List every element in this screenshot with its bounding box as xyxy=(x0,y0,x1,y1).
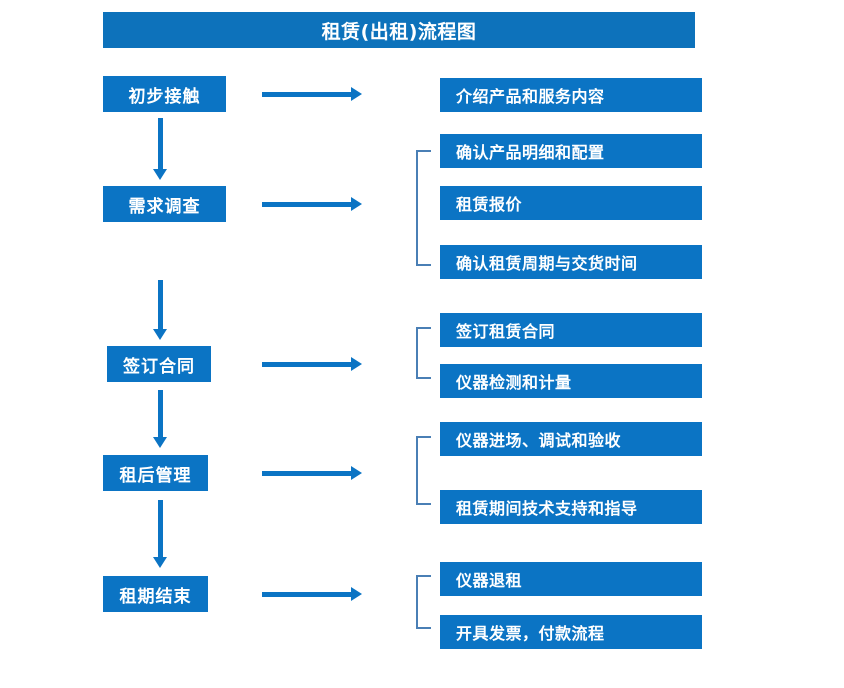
arrow-right-post-rental xyxy=(262,466,362,480)
detail-box-confirm-rental-period[interactable]: 确认租赁周期与交货时间 xyxy=(440,245,702,279)
stage-box-initial-contact[interactable]: 初步接触 xyxy=(103,76,226,112)
stage-box-rental-end[interactable]: 租期结束 xyxy=(103,576,208,612)
arrow-right-requirements xyxy=(262,197,362,211)
arrow-right-initial-contact xyxy=(262,87,362,101)
detail-box-instrument-inspection[interactable]: 仪器检测和计量 xyxy=(440,364,702,398)
page-title: 租赁(出租)流程图 xyxy=(103,12,695,48)
bracket-contract xyxy=(416,327,431,379)
detail-box-sign-rental-contract[interactable]: 签订租赁合同 xyxy=(440,313,702,347)
stage-box-sign-contract[interactable]: 签订合同 xyxy=(107,346,211,382)
detail-box-invoice-payment[interactable]: 开具发票，付款流程 xyxy=(440,615,702,649)
arrow-right-contract xyxy=(262,357,362,371)
arrow-down-post-rental-to-end xyxy=(153,500,167,568)
bracket-end xyxy=(416,575,431,629)
detail-box-technical-support[interactable]: 租赁期间技术支持和指导 xyxy=(440,490,702,524)
detail-box-confirm-product-spec[interactable]: 确认产品明细和配置 xyxy=(440,134,702,168)
arrow-right-end xyxy=(262,587,362,601)
stage-box-post-rental-management[interactable]: 租后管理 xyxy=(103,455,208,491)
arrow-down-requirements-to-contract xyxy=(153,280,167,340)
arrow-down-contact-to-requirements xyxy=(153,118,167,180)
arrow-down-contract-to-post-rental xyxy=(153,390,167,448)
detail-box-rental-quotation[interactable]: 租赁报价 xyxy=(440,186,702,220)
detail-box-instrument-return[interactable]: 仪器退租 xyxy=(440,562,702,596)
bracket-post-rental xyxy=(416,436,431,505)
stage-box-requirements-survey[interactable]: 需求调查 xyxy=(103,186,226,222)
detail-box-introduce-products[interactable]: 介绍产品和服务内容 xyxy=(440,78,702,112)
bracket-requirements xyxy=(416,150,431,266)
detail-box-instrument-delivery[interactable]: 仪器进场、调试和验收 xyxy=(440,422,702,456)
